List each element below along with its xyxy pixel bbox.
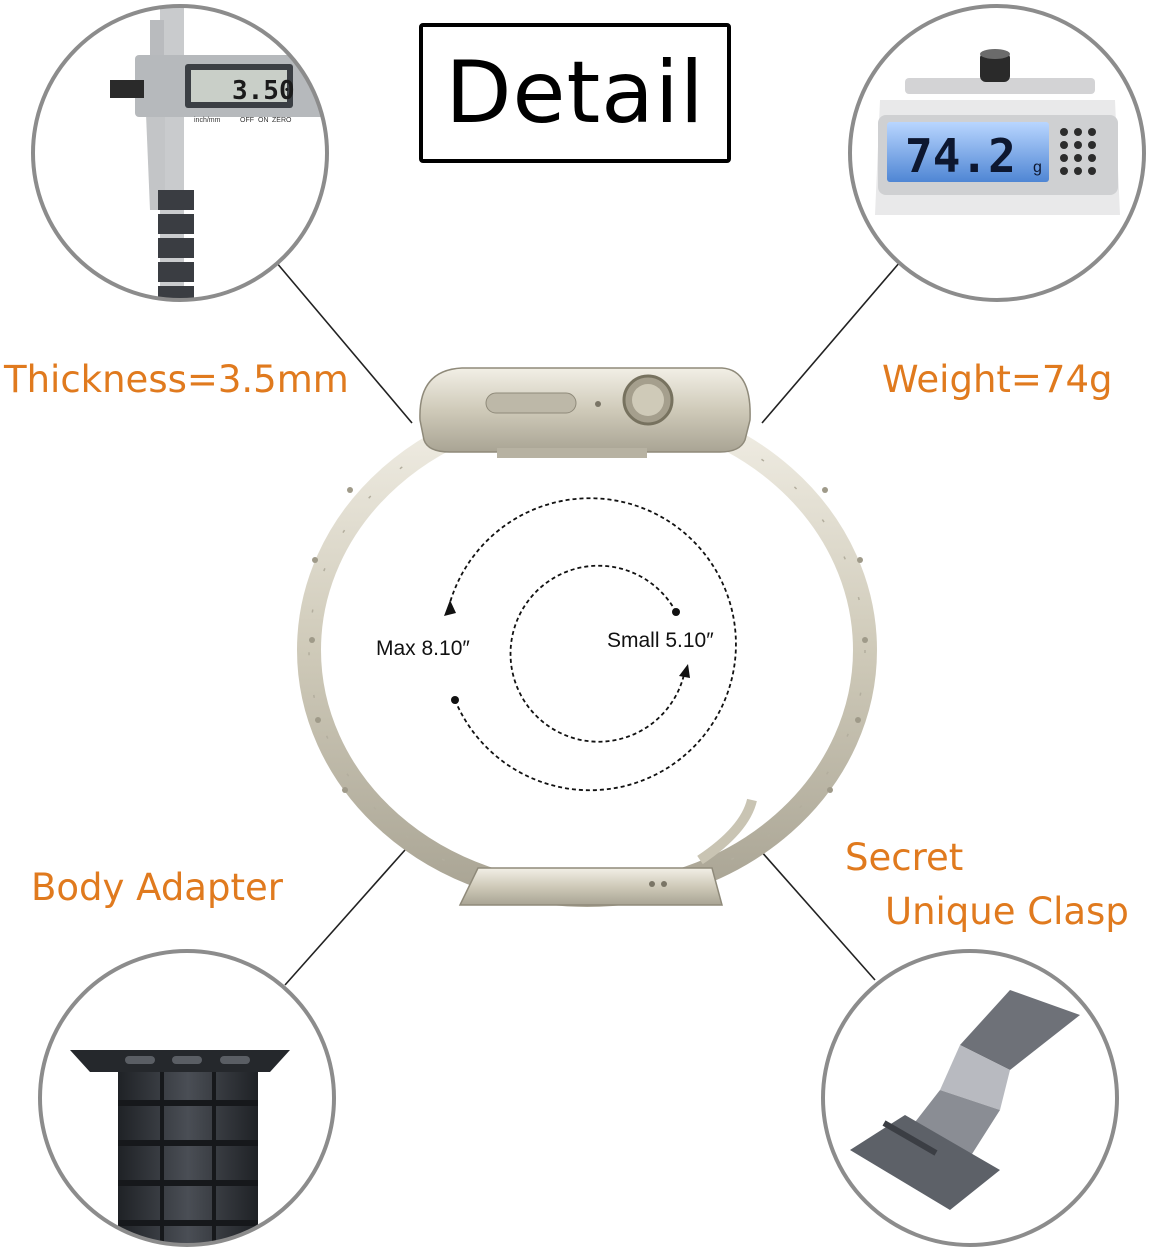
caliper-button-zero: ZERO [272,117,292,124]
max-size-label: Max 8.10″ [376,637,470,660]
caliper-button-on: ON [258,117,269,124]
body-adapter-label: Body Adapter [31,866,283,909]
caliper-button-off: OFF [240,117,254,124]
caliper-units: inch/mm [194,117,221,124]
small-size-label: Small 5.10″ [607,629,714,652]
watch-band-photo [297,367,877,907]
caliper-readout: 3.50 [232,76,295,106]
connector-lines [275,261,901,986]
clasp-photo [821,949,1119,1247]
clasp-label-line2: Unique Clasp [885,890,1129,933]
page-title: Detail [419,23,731,163]
thickness-label: Thickness=3.5mm [4,358,349,401]
scale-readout: 74.2 [905,129,1016,183]
scale-photo: 74.2 g [848,4,1146,302]
adapter-photo [38,949,336,1247]
caliper-photo: 3.50 inch/mm OFF ON ZERO [31,4,329,302]
clasp-label-line1: Secret [845,836,964,879]
weight-label: Weight=74g [882,358,1113,401]
scale-unit: g [1033,159,1042,176]
